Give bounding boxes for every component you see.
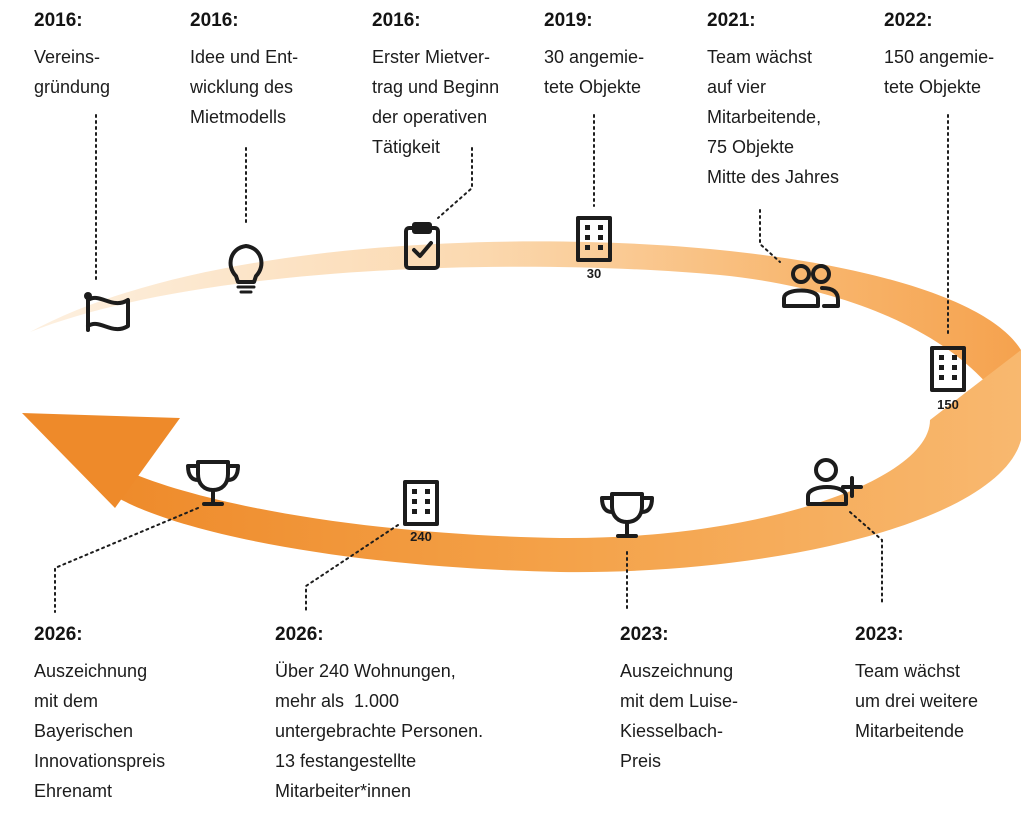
milestone-year: 2016: — [34, 10, 83, 31]
milestone-2023-team: 2023: Team wächst um drei weitere Mitarb… — [855, 624, 1015, 746]
milestone-2016-vereinsgruendung: 2016: Vereins- gründung — [34, 10, 234, 102]
leader-line-2021 — [759, 209, 781, 263]
milestone-text: Idee und Ent- wicklung des Mietmodells — [190, 47, 299, 127]
building-icon-150 — [930, 346, 966, 392]
building-icon-240 — [403, 480, 439, 526]
flag-icon — [84, 292, 130, 332]
milestone-year: 2019: — [544, 10, 593, 31]
milestone-2021: 2021: Team wächst auf vier Mitarbeitende… — [707, 10, 907, 192]
milestone-text: Vereins- gründung — [34, 47, 111, 97]
leader-line-2023-team — [849, 511, 883, 603]
clipboard-check-icon — [404, 222, 440, 270]
milestone-text: Team wächst auf vier Mitarbeitende, 75 O… — [707, 47, 840, 187]
building-badge-30: 30 — [587, 266, 601, 281]
building-badge-240: 240 — [410, 529, 432, 544]
user-add-icon — [806, 458, 863, 506]
timeline-arc-lower — [105, 350, 1021, 573]
milestone-year: 2016: — [190, 10, 239, 31]
trophy-icon-2023 — [600, 492, 654, 538]
milestone-year: 2022: — [884, 10, 933, 31]
building-badge-150: 150 — [937, 397, 959, 412]
milestone-text: Team wächst um drei weitere Mitarbeitend… — [855, 661, 979, 741]
milestone-text: 30 angemie- tete Objekte — [544, 47, 645, 97]
timeline-arrow-head — [22, 413, 180, 508]
milestone-2016-mietvertrag: 2016: Erster Mietver- trag und Beginn de… — [372, 10, 572, 162]
milestone-text: 150 angemie- tete Objekte — [884, 47, 995, 97]
milestone-2023-preis: 2023: Auszeichnung mit dem Luise- Kiesse… — [620, 624, 820, 776]
trophy-icon-2026 — [186, 460, 240, 506]
leader-line-2026-wohnungen — [305, 524, 399, 613]
milestone-text: Erster Mietver- trag und Beginn der oper… — [372, 47, 500, 157]
milestone-2019: 2019: 30 angemie- tete Objekte — [544, 10, 744, 102]
milestone-2016-mietmodell: 2016: Idee und Ent- wicklung des Mietmod… — [190, 10, 390, 132]
milestone-2026-wohnungen: 2026: Über 240 Wohnungen, mehr als 1.000… — [275, 624, 535, 806]
milestone-year: 2023: — [620, 624, 669, 645]
milestone-text: Auszeichnung mit dem Luise- Kiesselbach-… — [620, 661, 739, 771]
milestone-text: Über 240 Wohnungen, mehr als 1.000 unter… — [275, 661, 484, 801]
timeline-arc-upper — [30, 241, 1021, 440]
milestone-year: 2026: — [34, 624, 83, 645]
milestone-year: 2023: — [855, 624, 904, 645]
leader-line-2016-mietvertrag — [437, 147, 473, 219]
building-icon-30 — [576, 216, 612, 262]
milestone-2022: 2022: 150 angemie- tete Objekte — [884, 10, 1019, 102]
team-icon — [782, 264, 840, 308]
lightbulb-icon — [228, 244, 264, 294]
milestone-year: 2021: — [707, 10, 756, 31]
milestone-year: 2026: — [275, 624, 324, 645]
milestone-year: 2016: — [372, 10, 421, 31]
milestone-2026-innovationspreis: 2026: Auszeichnung mit dem Bayerischen I… — [34, 624, 234, 806]
milestone-text: Auszeichnung mit dem Bayerischen Innovat… — [34, 661, 166, 801]
leader-line-2026-innovationspreis — [54, 507, 199, 613]
